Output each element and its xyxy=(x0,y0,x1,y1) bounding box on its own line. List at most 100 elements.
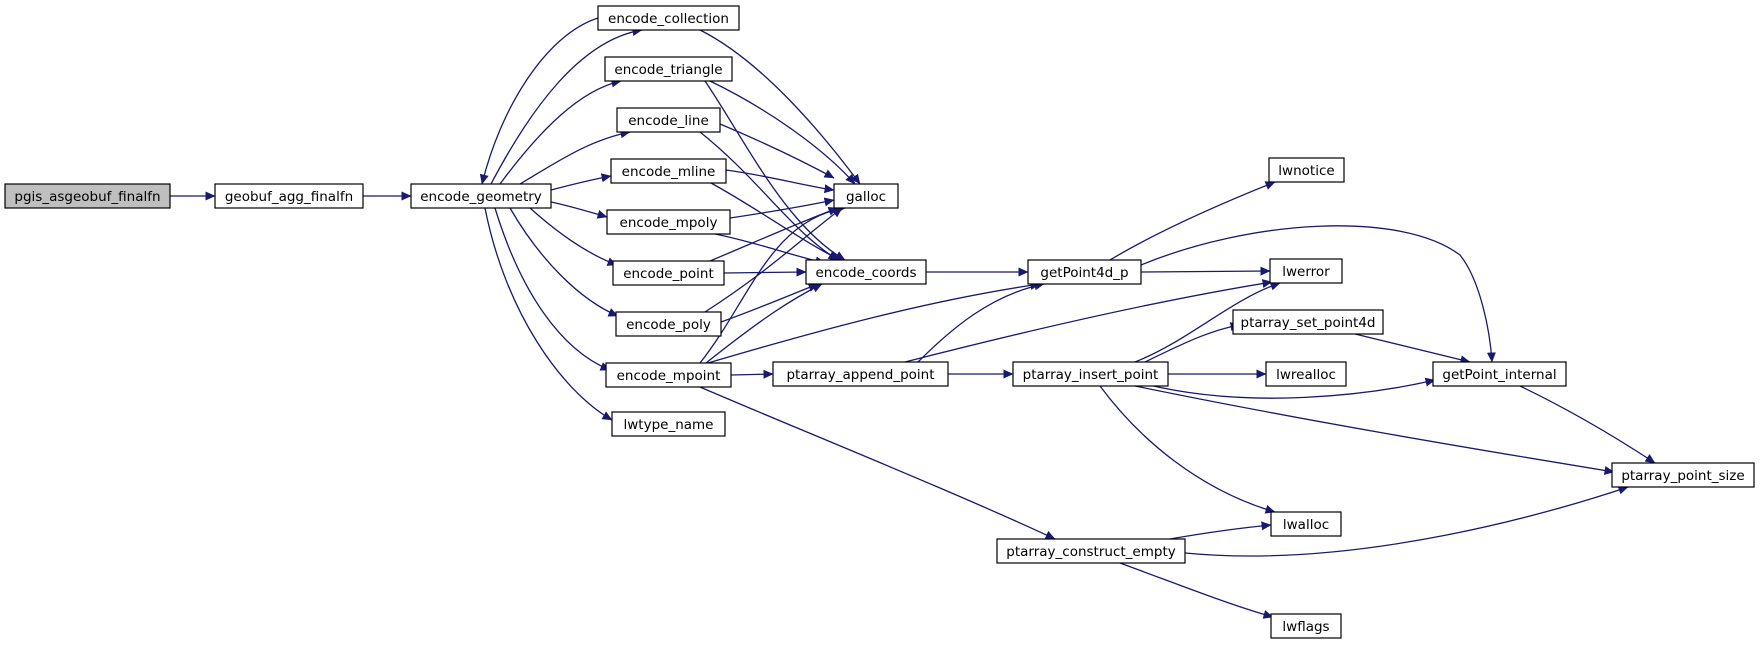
edge-arrow xyxy=(490,27,643,185)
edge-arrow xyxy=(707,280,1041,364)
edge-encode_collection-to-encode_geometry xyxy=(479,17,599,185)
edge-arrow xyxy=(709,80,856,185)
edge-encode_geometry-to-encode_mline xyxy=(550,173,612,191)
node-box xyxy=(1268,157,1345,183)
node-label: geobuf_agg_finalfn xyxy=(225,189,353,205)
edge-encode_triangle-to-encode_coords xyxy=(704,80,846,261)
edge-encode_geometry-to-encode_triangle xyxy=(499,78,622,185)
edge-encode_geometry-to-encode_mpoint xyxy=(494,207,611,371)
edge-ptarray_construct_empty-to-lwalloc xyxy=(1169,521,1272,540)
node-label: ptarray_append_point xyxy=(786,367,934,383)
node-box xyxy=(606,209,731,235)
node-label: ptarray_construct_empty xyxy=(1006,544,1175,560)
edge-ptarray_construct_empty-to-ptarray_point_size xyxy=(1184,485,1629,557)
node-box xyxy=(615,311,722,337)
node-lwrealloc[interactable]: lwrealloc xyxy=(1265,361,1347,387)
edge-ptarray_append_point-to-getPoint4d_p xyxy=(917,281,1045,363)
edge-arrow xyxy=(719,123,835,179)
node-encode_mline[interactable]: encode_mline xyxy=(610,158,727,184)
edge-ptarray_insert_point-to-lwalloc xyxy=(1099,385,1276,514)
node-encode_coords[interactable]: encode_coords xyxy=(805,259,927,285)
edge-arrow xyxy=(904,279,1273,363)
edge-ptarray_insert_point-to-lwerror xyxy=(1134,281,1281,363)
edge-arrow xyxy=(710,182,841,261)
node-encode_triangle[interactable]: encode_triangle xyxy=(604,56,733,82)
node-box xyxy=(1270,613,1342,639)
node-label: encode_mpoint xyxy=(617,368,721,384)
edge-arrow xyxy=(1140,225,1496,363)
edge-encode_mpoint-to-getPoint4d_p xyxy=(707,280,1041,364)
node-ptarray_set_point4d[interactable]: ptarray_set_point4d xyxy=(1232,309,1384,335)
node-galloc[interactable]: galloc xyxy=(833,183,899,209)
edge-arrow xyxy=(1134,385,1615,475)
node-label: encode_line xyxy=(628,113,709,129)
edge-arrow xyxy=(1144,377,1436,399)
node-label: ptarray_point_size xyxy=(1621,468,1744,484)
node-encode_point[interactable]: encode_point xyxy=(612,260,725,286)
edge-arrow xyxy=(494,207,611,371)
node-label: lwalloc xyxy=(1283,517,1329,533)
node-lwerror[interactable]: lwerror xyxy=(1269,258,1343,284)
node-lwnotice[interactable]: lwnotice xyxy=(1268,157,1345,183)
edge-encode_mline-to-encode_coords xyxy=(710,182,841,261)
node-getPoint_internal[interactable]: getPoint_internal xyxy=(1432,361,1567,387)
node-box xyxy=(612,260,725,286)
node-label: getPoint4d_p xyxy=(1040,265,1128,281)
edge-ptarray_construct_empty-to-lwflags xyxy=(1119,562,1274,619)
node-encode_mpoint[interactable]: encode_mpoint xyxy=(605,362,732,388)
node-box xyxy=(597,5,740,31)
node-ptarray_insert_point[interactable]: ptarray_insert_point xyxy=(1012,361,1169,387)
node-label: encode_point xyxy=(623,266,714,282)
edge-arrow xyxy=(1119,562,1274,619)
node-encode_poly[interactable]: encode_poly xyxy=(615,311,722,337)
node-encode_geometry[interactable]: encode_geometry xyxy=(410,183,552,209)
edge-arrow xyxy=(725,169,835,194)
node-ptarray_construct_empty[interactable]: ptarray_construct_empty xyxy=(996,538,1186,564)
edge-arrow xyxy=(723,267,807,277)
node-box xyxy=(805,259,927,285)
edge-ptarray_insert_point-to-ptarray_point_size xyxy=(1134,385,1615,475)
node-box xyxy=(604,56,733,82)
node-ptarray_point_size[interactable]: ptarray_point_size xyxy=(1611,462,1755,488)
node-encode_line[interactable]: encode_line xyxy=(616,107,721,133)
node-label: encode_coords xyxy=(815,265,916,281)
edge-arrow xyxy=(704,207,843,313)
node-box xyxy=(1232,309,1384,335)
node-label: encode_mpoly xyxy=(620,215,718,231)
node-box xyxy=(772,361,949,387)
edge-arrow xyxy=(1519,385,1656,464)
node-geobuf_agg_finalfn[interactable]: geobuf_agg_finalfn xyxy=(214,183,364,209)
node-label: galloc xyxy=(846,189,886,205)
edge-arrow xyxy=(699,29,861,185)
node-box xyxy=(410,183,552,209)
edge-arrow xyxy=(1184,485,1629,557)
node-label: pgis_asgeobuf_finalfn xyxy=(14,189,160,205)
node-encode_mpoly[interactable]: encode_mpoly xyxy=(606,209,731,235)
edge-arrow xyxy=(705,283,823,364)
node-box xyxy=(1269,258,1343,284)
node-encode_collection[interactable]: encode_collection xyxy=(597,5,740,31)
node-lwflags[interactable]: lwflags xyxy=(1270,613,1342,639)
node-label: lwrealloc xyxy=(1276,367,1336,383)
edge-ptarray_set_point4d-to-getPoint_internal xyxy=(1354,333,1471,365)
node-label: encode_triangle xyxy=(614,62,722,78)
edges-layer xyxy=(170,17,1656,619)
node-box xyxy=(833,183,899,209)
node-pgis_asgeobuf_finalfn[interactable]: pgis_asgeobuf_finalfn xyxy=(4,183,171,209)
node-box xyxy=(616,107,721,133)
node-getPoint4d_p[interactable]: getPoint4d_p xyxy=(1027,259,1142,285)
edge-getPoint4d_p-to-getPoint_internal xyxy=(1140,225,1496,363)
edge-arrow xyxy=(550,201,608,219)
node-label: getPoint_internal xyxy=(1442,367,1556,383)
edge-encode_poly-to-encode_coords xyxy=(720,283,819,323)
edge-encode_line-to-galloc xyxy=(719,123,835,179)
node-ptarray_append_point[interactable]: ptarray_append_point xyxy=(772,361,949,387)
edge-arrow xyxy=(704,80,846,261)
node-lwalloc[interactable]: lwalloc xyxy=(1270,511,1342,537)
edge-arrow xyxy=(917,281,1045,363)
edge-encode_mpoint-to-galloc xyxy=(699,205,846,364)
node-lwtype_name[interactable]: lwtype_name xyxy=(611,411,726,437)
node-box xyxy=(1432,361,1567,387)
node-box xyxy=(610,158,727,184)
